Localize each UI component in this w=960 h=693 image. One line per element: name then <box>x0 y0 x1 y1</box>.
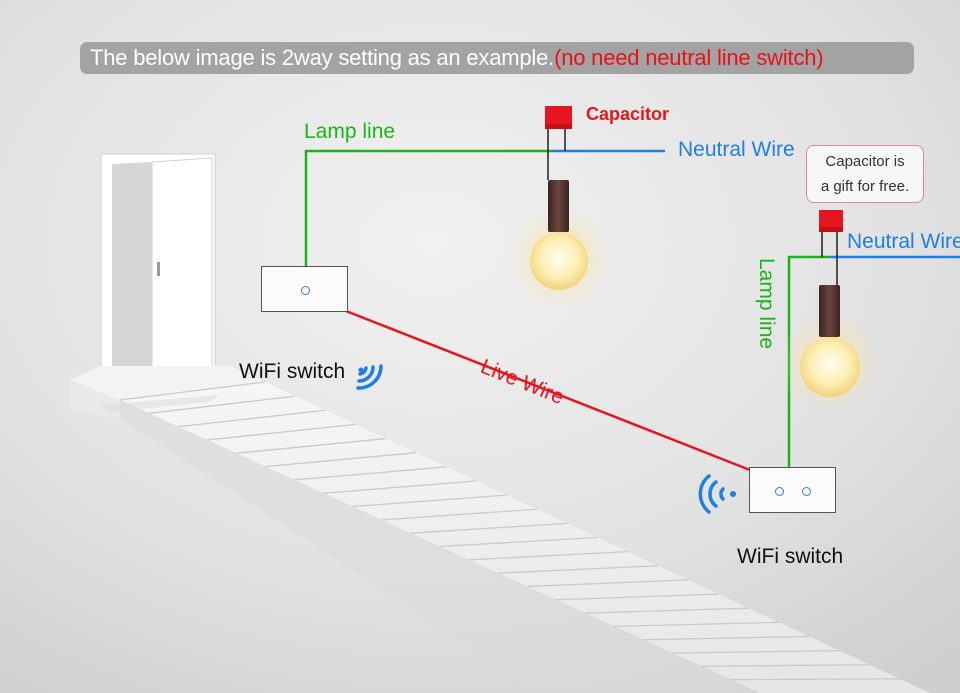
stair-step-edge <box>614 621 779 628</box>
stair-step-edge <box>207 423 356 441</box>
stair-step-edge <box>119 381 266 401</box>
callout-line-1: Capacitor is <box>825 153 905 170</box>
capacitor-1 <box>545 106 572 129</box>
neutral-wire-label-1: Neutral Wire <box>678 138 795 161</box>
capacitor-gift-callout: Capacitor is a gift for free. <box>806 145 924 203</box>
neutral-wires <box>551 149 960 259</box>
stair-step-edge <box>439 536 598 548</box>
neutral-wire-label-2: Neutral Wire <box>847 230 960 253</box>
lamp-line-label-2: Lamp line <box>755 258 778 350</box>
stair-step-edge <box>498 565 658 574</box>
touch-button-2[interactable] <box>802 487 811 496</box>
wifi-switch-label-2: WiFi switch <box>737 545 844 568</box>
stair-step-edge <box>265 452 417 468</box>
wifi-switch-2gang[interactable] <box>749 467 836 513</box>
stair-step-edge <box>294 466 447 481</box>
stair-step-edge <box>352 494 507 508</box>
banner-note-text: (no need neutral line switch) <box>554 45 824 70</box>
stair-step-edge <box>672 649 840 654</box>
touch-button-1[interactable] <box>775 487 784 496</box>
stair-step-edge <box>149 395 296 414</box>
callout-line-2: a gift for free. <box>820 178 910 195</box>
touch-button-1[interactable] <box>301 286 310 295</box>
stair-step-edge <box>236 437 386 454</box>
wifi-signal-icon-1 <box>356 364 383 390</box>
stair-step-edge <box>585 607 749 614</box>
stair-step-edge <box>323 480 477 494</box>
stair-step-edge <box>701 664 870 668</box>
live-wire <box>345 309 751 472</box>
staircase <box>70 366 930 693</box>
header-banner: The below image is 2way setting as an ex… <box>80 42 914 74</box>
stair-step-edge <box>556 593 719 601</box>
wifi-signal-icon-2 <box>698 474 736 514</box>
stair-step-edge <box>410 522 568 534</box>
pendant-lamp-1 <box>508 106 612 310</box>
lamp-line-label-1: Lamp line <box>304 120 396 143</box>
wifi-switch-1gang[interactable] <box>261 266 348 312</box>
capacitor-2 <box>819 210 843 232</box>
wifi-switch-label-1: WiFi switch <box>239 360 346 383</box>
banner-main-text: The below image is 2way setting as an ex… <box>90 45 555 70</box>
capacitor-label: Capacitor <box>586 104 670 124</box>
stair-step-edge <box>469 550 628 561</box>
pendant-lamp-2 <box>780 210 880 412</box>
stair-step-edge <box>527 579 689 588</box>
stair-step-edge <box>730 678 900 681</box>
stair-step-edge <box>381 508 538 521</box>
lamp-line-wires <box>304 149 830 469</box>
stair-step-edge <box>643 635 810 641</box>
door <box>100 153 216 373</box>
stair-step-edge <box>178 409 326 428</box>
